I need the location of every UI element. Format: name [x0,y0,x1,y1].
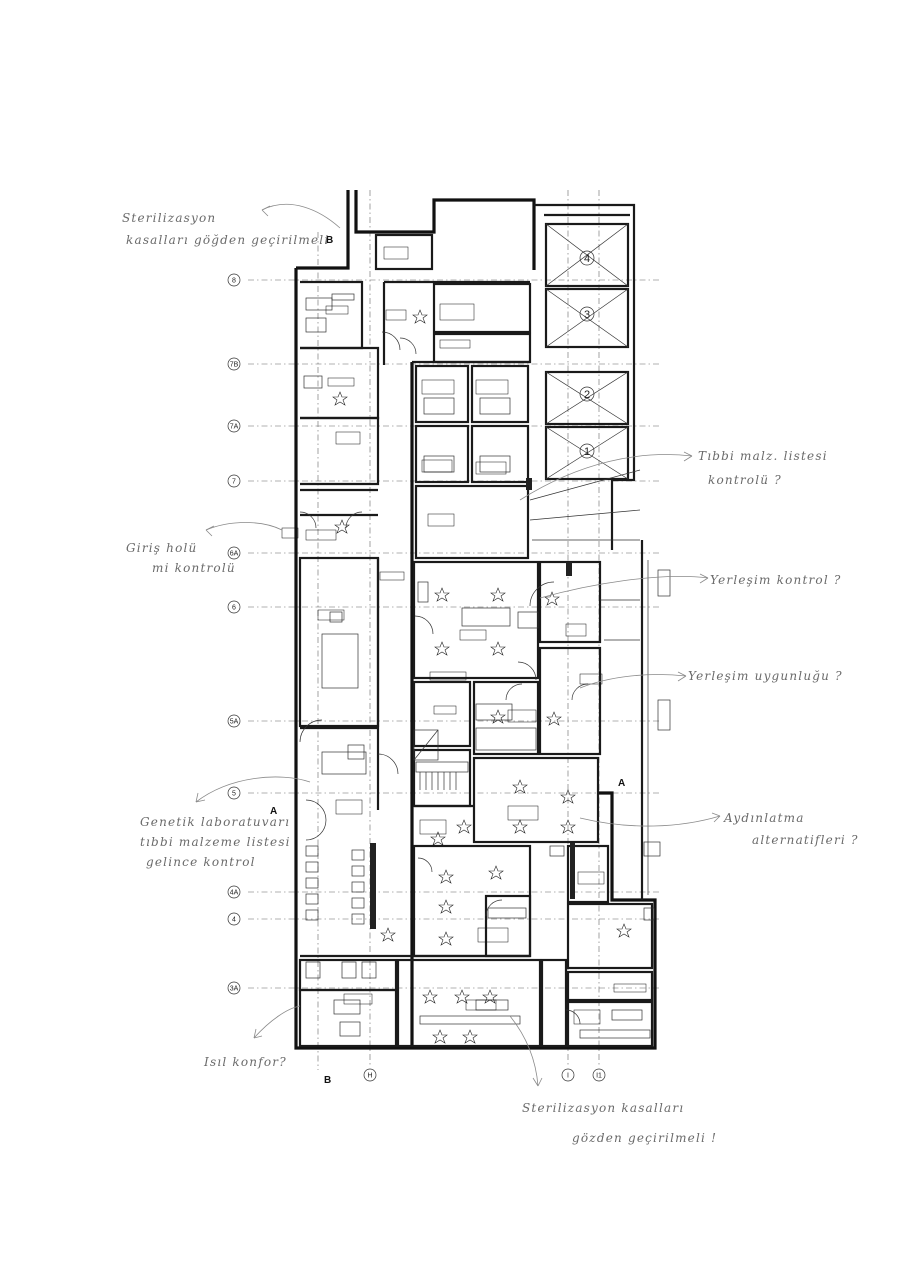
svg-text:tıbbi malzeme listesi: tıbbi malzeme listesi [140,835,291,849]
grid-label-3a: 3A [230,986,239,993]
svg-text:Sterilizasyon kasalları: Sterilizasyon kasalları [522,1101,684,1115]
section-mark-a-left: A [270,806,277,817]
grid-label-4: 4 [232,917,236,924]
svg-text:Yerleşim kontrol ?: Yerleşim kontrol ? [710,573,842,587]
grid-label-8: 8 [232,278,236,285]
svg-text:kasalları göğden geçirilmeli: kasalları göğden geçirilmeli [126,233,329,247]
building-outline [294,190,657,1050]
annotation-sterilizasyon-top: Sterilizasyon kasalları göğden geçirilme… [122,203,341,247]
section-mark-a-right: A [618,778,625,789]
elevator-3-number: 3 [584,309,590,321]
elevator-shafts [544,222,630,481]
room-tags [281,246,647,1025]
annotation-giris-holu: Giriş holü mi kontrolü [126,522,283,575]
grid-label-7: 7 [232,479,236,486]
lab-furniture [303,293,671,1039]
grid-label-5a: 5A [230,719,239,726]
annotation-genetik-lab: Genetik laboratuvarı tıbbi malzeme liste… [140,776,311,869]
svg-text:Isıl konfor?: Isıl konfor? [203,1055,287,1069]
section-mark-b-top: B [326,235,333,246]
grid-label-7b: 7B [230,362,239,369]
svg-text:gelince kontrol: gelince kontrol [146,855,256,869]
annotation-aydinlatma: Aydınlatma alternatifleri ? [579,811,859,847]
grid-label-4a: 4A [230,890,239,897]
elevator-2-number: 2 [584,389,590,401]
svg-text:mi kontrolü: mi kontrolü [152,561,236,575]
svg-text:Aydınlatma: Aydınlatma [723,811,805,825]
svg-text:gözden geçirilmeli !: gözden geçirilmeli ! [572,1131,717,1145]
grid-label-6: 6 [232,605,236,612]
grid-label-5: 5 [232,791,236,798]
grid-bubbles [227,273,606,1082]
elevator-1-number: 1 [584,446,590,458]
elevator-4-number: 4 [584,253,590,265]
svg-text:Giriş holü: Giriş holü [126,541,198,555]
ceiling-fixtures [332,309,632,1044]
annotation-yerlesim-uygunlugu: Yerleşim uygunluğu ? [579,669,843,689]
svg-text:Yerleşim uygunluğu ?: Yerleşim uygunluğu ? [688,669,843,683]
svg-text:Sterilizasyon: Sterilizasyon [122,211,216,225]
svg-text:kontrolü ?: kontrolü ? [708,473,782,487]
corridor-lines [529,469,641,641]
annotation-sterilizasyon-bottom: Sterilizasyon kasalları gözden geçirilme… [509,1015,717,1145]
svg-text:Genetik laboratuvarı: Genetik laboratuvarı [140,815,290,829]
annotation-isil-konfor: Isıl konfor? [203,1005,301,1069]
annotation-tibbi-malz: Tıbbi malz. listesi kontrolü ? [519,449,828,501]
grid-label-h: H [367,1073,372,1080]
door-swings [299,331,589,1025]
annotation-yerlesim-kontrol: Yerleşim kontrol ? [539,573,842,599]
grid-label-6a: 6A [230,551,239,558]
svg-text:Tıbbi malz. listesi: Tıbbi malz. listesi [698,449,828,463]
svg-text:alternatifleri ?: alternatifleri ? [752,833,859,847]
interior-walls [298,233,654,1048]
grid-lines [248,190,660,1070]
grid-label-i1: I1 [596,1073,602,1080]
grid-label-i: I [567,1073,569,1080]
grid-label-7a: 7A [230,424,239,431]
section-mark-b-bottom: B [324,1075,331,1086]
